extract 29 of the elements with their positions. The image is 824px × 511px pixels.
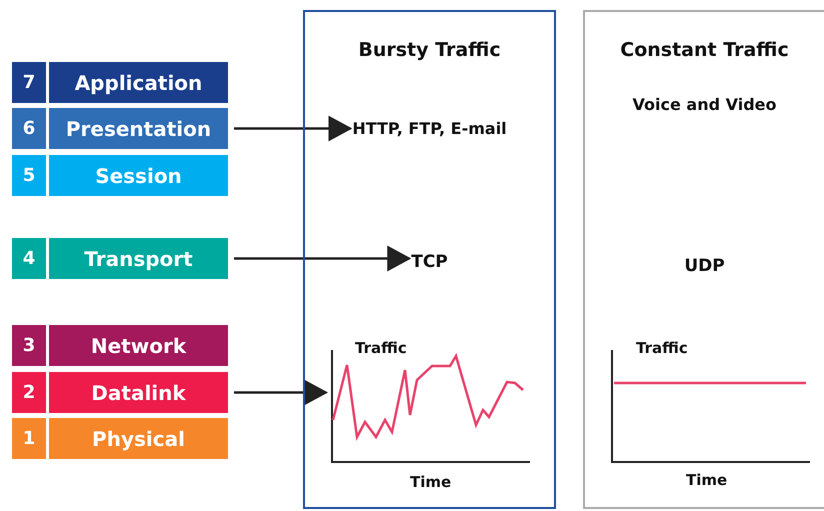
column-text: Voice and Video [632, 95, 778, 114]
layer-number: 1 [12, 418, 46, 459]
protocol-text: HTTP, FTP, E-mail [352, 119, 507, 138]
column-heading: Constant Traffic [619, 38, 790, 60]
layer-name: Transport [49, 238, 228, 279]
layer-number: 4 [12, 238, 46, 279]
layer-name: Presentation [49, 108, 228, 149]
arrow [234, 380, 328, 406]
axis-label: Traffic [355, 339, 407, 357]
layer-name: Datalink [49, 372, 228, 413]
axis-label: Time [410, 473, 452, 491]
layer-name: Physical [49, 418, 228, 459]
layer-number: 3 [12, 325, 46, 366]
layer-number: 2 [12, 372, 46, 413]
column-panel [583, 10, 824, 509]
layer-name: Application [49, 62, 228, 103]
layer-number: 7 [12, 62, 46, 103]
arrow [234, 116, 352, 142]
layer-name: Network [49, 325, 228, 366]
arrow [234, 246, 412, 272]
column-text: UDP [683, 256, 726, 276]
protocol-text: TCP [411, 252, 448, 272]
layer-number: 5 [12, 155, 46, 196]
column-panel [303, 10, 556, 509]
axis-label: Traffic [636, 339, 688, 357]
axis-label: Time [686, 471, 728, 489]
layer-name: Session [49, 155, 228, 196]
column-heading: Bursty Traffic [357, 38, 502, 60]
layer-number: 6 [12, 108, 46, 149]
